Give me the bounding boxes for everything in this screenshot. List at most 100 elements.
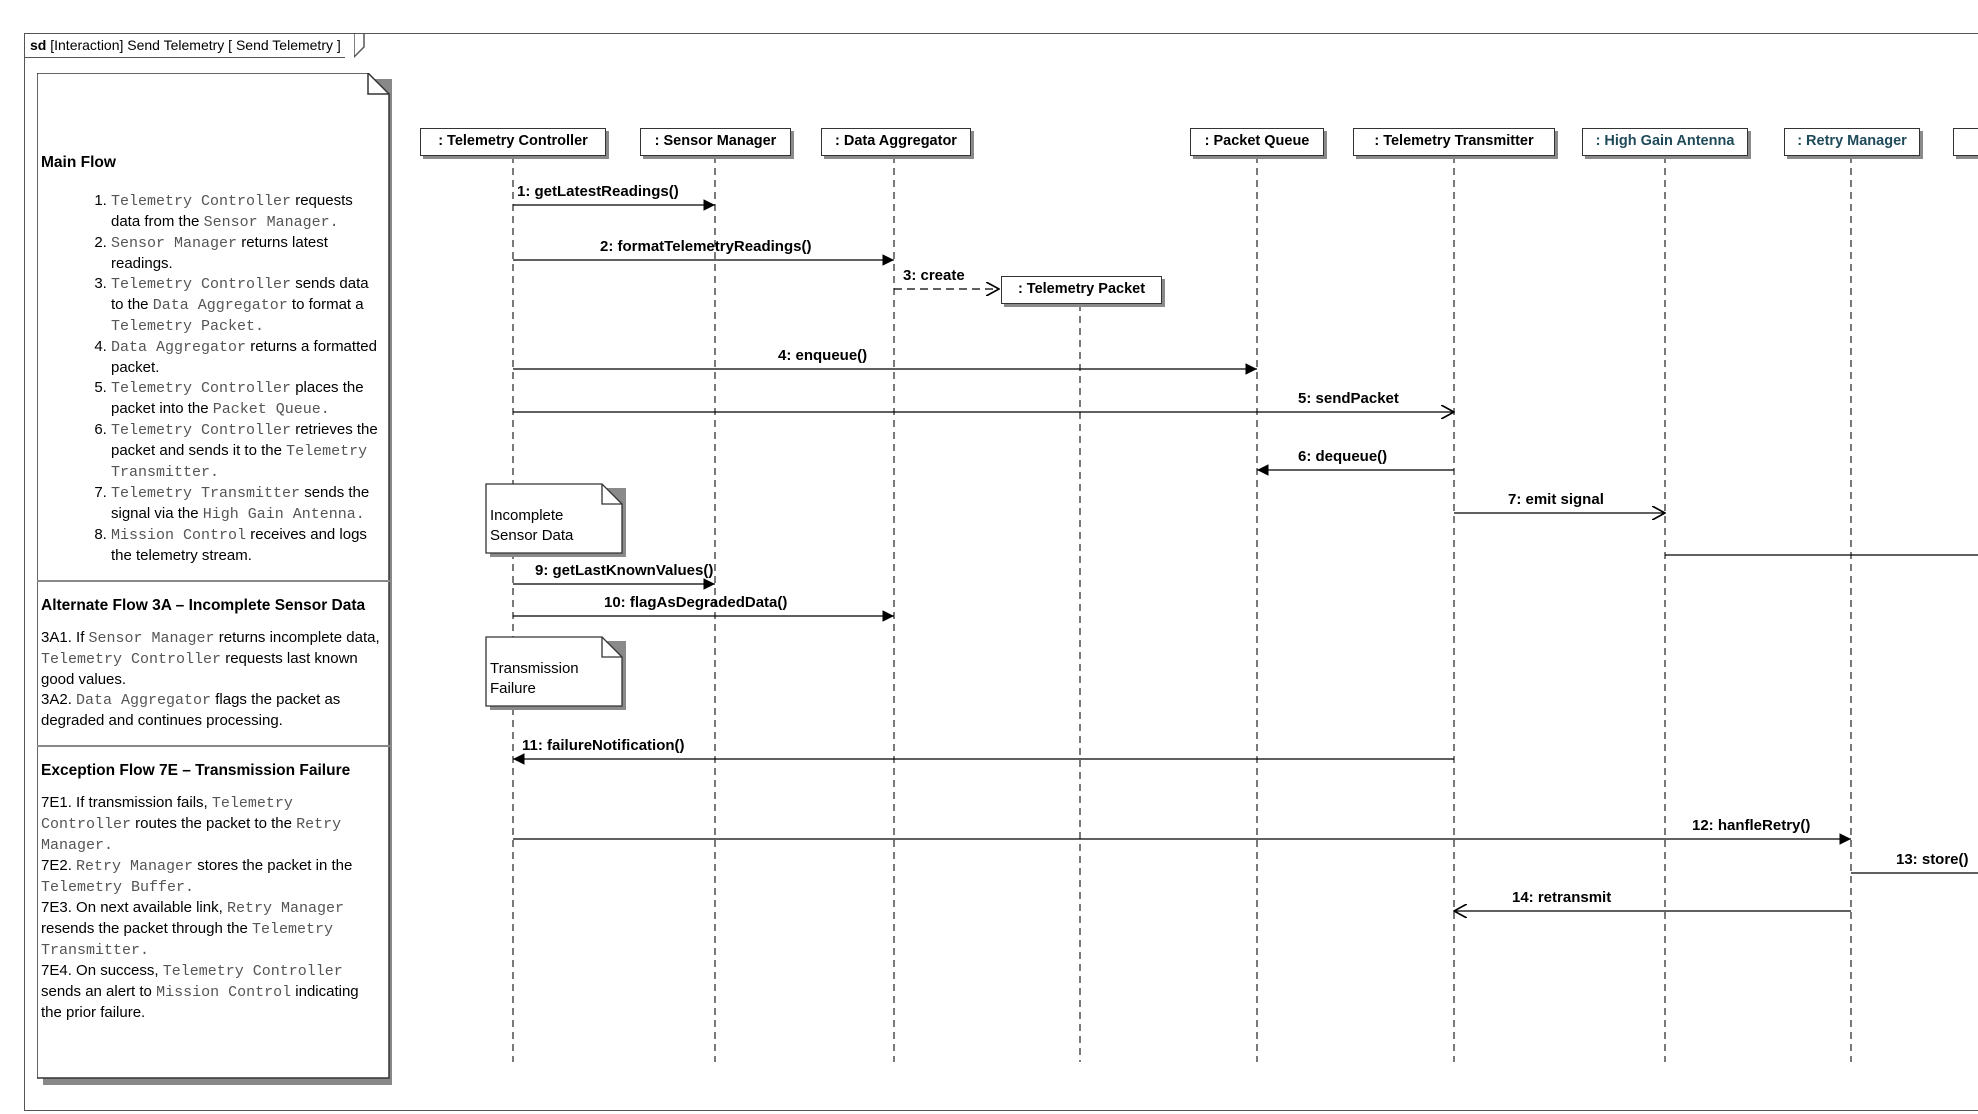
- lifeline-head-rm[interactable]: : Retry Manager: [1784, 128, 1920, 156]
- frame-title: [Interaction] Send Telemetry [ Send Tele…: [50, 37, 341, 53]
- text-run: returns incomplete data,: [214, 629, 380, 646]
- main-flow-step: Telemetry Controller sends data to the D…: [111, 274, 386, 337]
- text-run: retrieves the packet and sends it to the: [111, 421, 378, 459]
- code-term: .: [104, 837, 114, 854]
- code-term: Data Aggregator: [76, 692, 212, 709]
- alt-flow-list: 3A1. If Sensor Manager returns incomplet…: [41, 628, 386, 731]
- message-label: 1: getLatestReadings(): [517, 183, 679, 200]
- message-label: 11: failureNotification(): [522, 737, 685, 754]
- text-run: 7E1. If transmission fails,: [41, 794, 212, 811]
- text-run: routes the packet to the: [131, 815, 297, 832]
- main-flow-step: Telemetry Controller requests data from …: [111, 191, 386, 233]
- code-term: Retry Manager: [41, 816, 342, 854]
- code-term: Telemetry Buffer: [41, 879, 186, 896]
- alt-flow-step: 3A2. Data Aggregator flags the packet as…: [41, 690, 386, 731]
- lifeline-head-tp[interactable]: : Telemetry Packet: [1001, 276, 1162, 304]
- exc-flow-step: 7E3. On next available link, Retry Manag…: [41, 898, 386, 961]
- code-term: .: [329, 214, 339, 231]
- code-term: Telemetry Controller: [111, 276, 292, 293]
- code-term: High Gain Antenna: [202, 506, 356, 523]
- text-run: receives and logs the telemetry stream.: [111, 526, 367, 564]
- code-term: Retry Manager: [76, 858, 194, 875]
- section-divider: [37, 745, 390, 747]
- text-run: sends data to the: [111, 275, 369, 313]
- code-term: Telemetry Controller: [41, 795, 293, 833]
- exc-flow-title: Exception Flow 7E – Transmission Failure: [41, 762, 351, 779]
- message-label: 6: dequeue(): [1298, 448, 1388, 465]
- text-run: sends an alert to: [41, 983, 157, 1000]
- code-term: Sensor Manager: [111, 235, 238, 252]
- note-shape: [37, 73, 392, 1085]
- code-term: Telemetry Transmitter: [111, 443, 368, 481]
- main-flow-title: Main Flow: [41, 154, 116, 171]
- exc-flow-step: 7E2. Retry Manager stores the packet in …: [41, 856, 386, 898]
- code-term: Telemetry Controller: [111, 422, 292, 439]
- code-term: Mission Control: [111, 527, 247, 544]
- text-run: places the packet into the: [111, 379, 364, 417]
- exc-flow-list: 7E1. If transmission fails, Telemetry Co…: [41, 793, 386, 1023]
- code-term: Telemetry Packet: [111, 318, 256, 335]
- text-run: returns latest readings.: [111, 234, 328, 272]
- main-flow-step: Sensor Manager returns latest readings.: [111, 233, 386, 274]
- text-run: requests data from the: [111, 192, 353, 230]
- message-label: 9: getLastKnownValues(): [535, 562, 714, 579]
- text-run: flags the packet as degraded and continu…: [41, 691, 341, 729]
- main-flow-step: Telemetry Controller places the packet i…: [111, 378, 386, 420]
- code-term: Data Aggregator: [152, 297, 288, 314]
- code-term: .: [320, 401, 330, 418]
- main-flow-list: Telemetry Controller requests data from …: [41, 191, 386, 566]
- code-term: Telemetry Controller: [41, 651, 222, 668]
- exc-flow-step: 7E4. On success, Telemetry Controller se…: [41, 961, 386, 1023]
- message-label: 10: flagAsDegradedData(): [604, 594, 788, 611]
- text-run: 7E2.: [41, 857, 77, 874]
- main-flow-step: Data Aggregator returns a formatted pack…: [111, 337, 386, 378]
- code-term: Data Aggregator: [111, 339, 247, 356]
- lifeline-head-sm[interactable]: : Sensor Manager: [640, 128, 791, 156]
- message-label: 14: retransmit: [1512, 889, 1612, 906]
- main-flow-step: Mission Control receives and logs the te…: [111, 525, 386, 566]
- frame-tab-corner: [353, 33, 365, 59]
- text-run: 3A1. If: [41, 629, 89, 646]
- text-run: requests last known good values.: [41, 650, 358, 688]
- code-term: Retry Manager: [226, 900, 344, 917]
- flow-description-note[interactable]: Main Flow Telemetry Controller requests …: [37, 73, 392, 1085]
- alt-flow-step: 3A1. If Sensor Manager returns incomplet…: [41, 628, 386, 690]
- message-label: 2: formatTelemetryReadings(): [600, 238, 812, 255]
- text-run: 7E3. On next available link,: [41, 899, 227, 916]
- lifeline-head-tc[interactable]: : Telemetry Controller: [420, 128, 606, 156]
- interaction-frame: [24, 33, 1978, 1111]
- message-label: 13: store(): [1896, 851, 1969, 868]
- message-label: 4: enqueue(): [778, 347, 868, 364]
- frame-tab-cut: [353, 33, 365, 59]
- frame-title-tab[interactable]: sd [Interaction] Send Telemetry [ Send T…: [24, 33, 345, 58]
- frame-kind: sd: [30, 37, 47, 53]
- code-term: Telemetry Controller: [111, 380, 292, 397]
- code-term: Telemetry Controller: [111, 193, 292, 210]
- message-label: 5: sendPacket: [1298, 390, 1399, 407]
- text-run: stores the packet in the: [193, 857, 353, 874]
- main-flow-step: Telemetry Controller retrieves the packe…: [111, 420, 386, 483]
- lifeline-head-pq[interactable]: : Packet Queue: [1190, 128, 1324, 156]
- code-term: Packet Queue: [212, 401, 321, 418]
- code-term: .: [140, 942, 150, 959]
- text-run: resends the packet through the: [41, 920, 252, 937]
- lifeline-head-hga[interactable]: : High Gain Antenna: [1582, 128, 1748, 156]
- code-term: Mission Control: [156, 984, 292, 1001]
- alt-flow-title: Alternate Flow 3A – Incomplete Sensor Da…: [41, 597, 366, 614]
- code-term: .: [255, 318, 265, 335]
- lifeline-head-tt[interactable]: : Telemetry Transmitter: [1353, 128, 1555, 156]
- code-term: .: [210, 464, 220, 481]
- section-divider: [37, 580, 390, 582]
- text-run: indicating the prior failure.: [41, 983, 359, 1021]
- lifeline-head-te[interactable]: : Te: [1953, 128, 1978, 156]
- code-term: Telemetry Controller: [162, 963, 343, 980]
- code-term: Telemetry Transmitter: [111, 485, 301, 502]
- code-term: Sensor Manager: [88, 630, 215, 647]
- lifeline-head-da[interactable]: : Data Aggregator: [821, 128, 971, 156]
- diagram-note-text[interactable]: Incomplete Sensor Data: [490, 507, 574, 544]
- diagram-note-text[interactable]: Transmission Failure: [490, 660, 579, 697]
- code-term: Telemetry Transmitter: [41, 921, 333, 959]
- code-term: .: [185, 879, 195, 896]
- text-run: returns a formatted packet.: [111, 338, 377, 376]
- code-term: .: [355, 506, 365, 523]
